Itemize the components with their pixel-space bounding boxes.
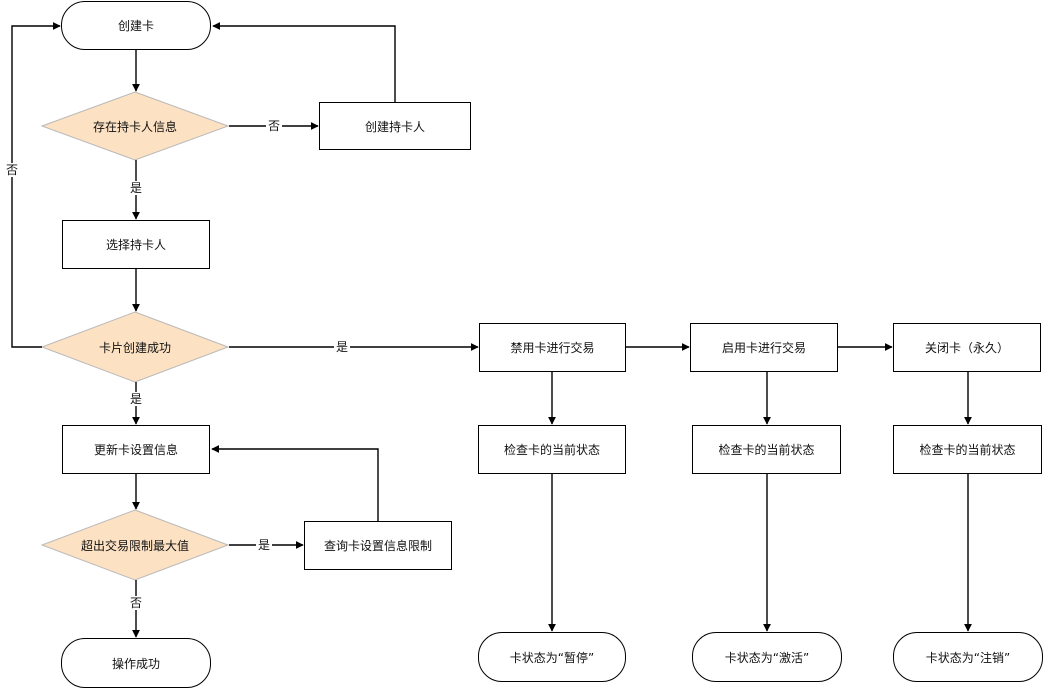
edge-label-limit-no: 否 [128,596,145,610]
process-update-card-settings: 更新卡设置信息 [62,425,210,474]
edge-created-no [11,22,61,348]
terminal-operation-success: 操作成功 [61,638,211,688]
edge-label-created-yes-right: 是 [334,340,351,354]
edge-query-back [211,445,379,521]
terminal-state-cancelled: 卡状态为“注销” [893,632,1043,682]
decision-exceeds-limit-shape [40,509,230,581]
edge-label-holder-yes: 是 [128,181,145,195]
process-check-state-1: 检查卡的当前状态 [478,425,626,474]
terminal-create-card: 创建卡 [61,1,211,50]
process-check-state-2: 检查卡的当前状态 [692,425,841,474]
process-query-limits: 查询卡设置信息限制 [304,521,452,570]
process-disable-card: 禁用卡进行交易 [479,323,626,372]
decision-card-created-shape [40,311,230,383]
process-check-state-3: 检查卡的当前状态 [893,425,1042,474]
decision-holder-exists-label: 存在持卡人信息 [92,119,177,134]
decision-card-created-label: 卡片创建成功 [98,340,171,355]
edge-label-holder-no: 否 [266,119,283,133]
decision-exceeds-limit-label: 超出交易限制最大值 [80,538,189,553]
terminal-state-active: 卡状态为“激活” [692,632,842,682]
edge-label-limit-yes: 是 [256,538,273,552]
edge-create-holder-back [212,22,396,102]
terminal-state-suspended: 卡状态为“暂停” [478,632,626,682]
edge-label-created-no: 否 [4,163,21,177]
decision-holder-exists-shape [40,91,230,161]
process-create-holder: 创建持卡人 [319,102,471,150]
process-select-holder: 选择持卡人 [62,220,210,269]
edge-label-created-yes-down: 是 [128,392,145,406]
process-enable-card: 启用卡进行交易 [690,323,838,372]
process-close-card: 关闭卡（永久） [893,323,1041,372]
